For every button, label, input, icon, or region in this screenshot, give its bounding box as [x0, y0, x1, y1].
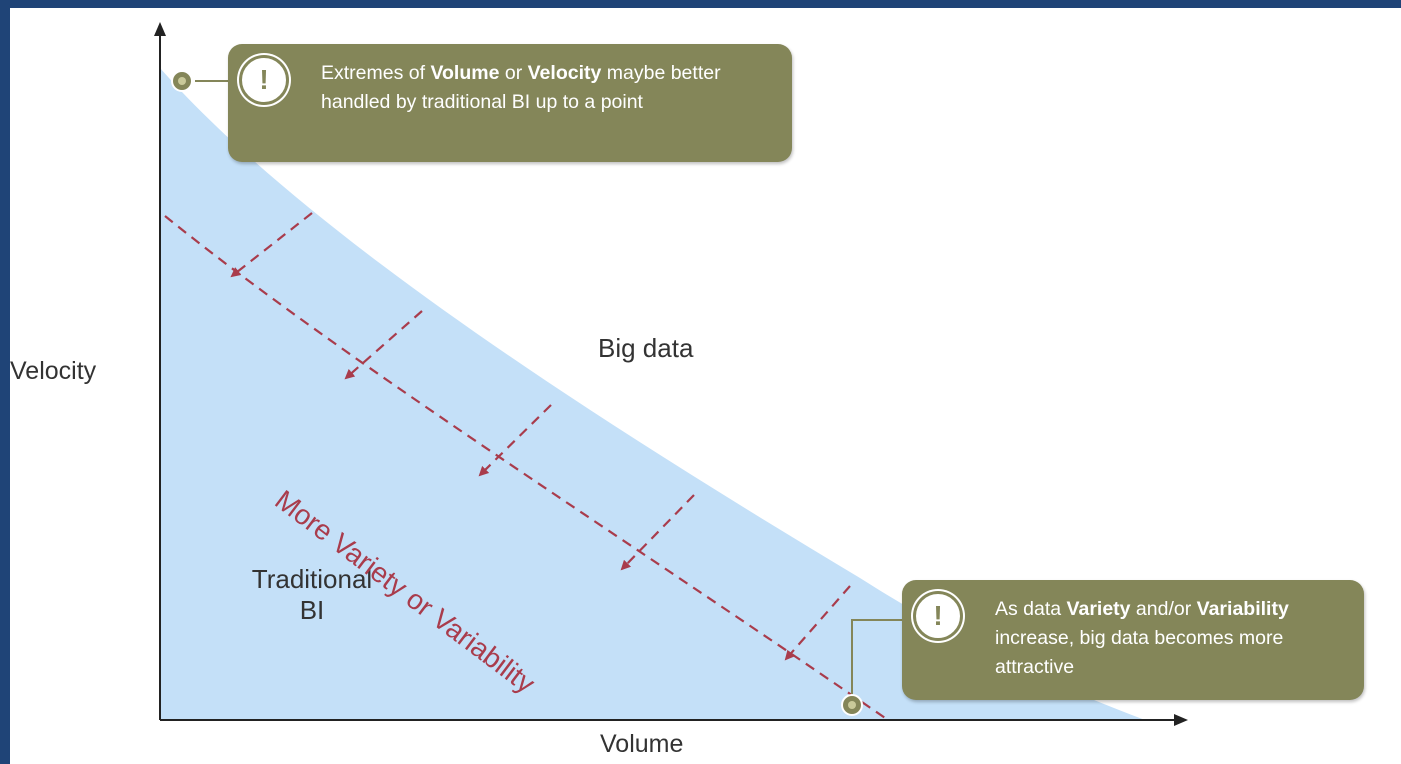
callout-variety: ! As data Variety and/or Variability inc…	[902, 580, 1364, 700]
callout-variety-bold-variability: Variability	[1196, 598, 1289, 620]
y-axis-arrow	[154, 22, 166, 36]
callout-variety-text-1: As data	[995, 598, 1067, 620]
dashed-arrow-4	[620, 494, 695, 571]
callout-bottom-connector	[851, 619, 902, 695]
exclamation-icon: !	[242, 58, 286, 102]
big-data-label: Big data	[598, 333, 694, 363]
marker-top-inner	[178, 77, 186, 85]
diagram-graphics	[154, 22, 1188, 726]
x-axis-arrow	[1174, 714, 1188, 726]
callout-variety-bold-variety: Variety	[1066, 598, 1131, 620]
traditional-bi-label-line2: BI	[299, 595, 325, 625]
callout-variety-text: As data Variety and/or Variability incre…	[995, 595, 1352, 682]
callout-extremes-bold-velocity: Velocity	[527, 62, 602, 84]
variety-boundary-line	[164, 215, 889, 721]
callout-extremes-bold-volume: Volume	[430, 62, 500, 84]
diagram-canvas: Velocity Volume Big data Traditional BI …	[10, 8, 1401, 764]
traditional-bi-region	[160, 68, 1145, 720]
callout-extremes-text-2: or	[499, 62, 528, 84]
volume-axis-label: Volume	[600, 730, 684, 758]
callout-extremes-text-1: Extremes of	[321, 62, 431, 84]
callout-extremes-text-3: maybe better handled by traditional BI u…	[321, 62, 721, 113]
traditional-bi-label: Traditional BI	[232, 564, 392, 626]
traditional-bi-label-line1: Traditional	[251, 564, 373, 594]
callout-variety-text-3: increase, big data becomes more attracti…	[995, 627, 1284, 678]
exclamation-icon: !	[916, 594, 960, 638]
callout-extremes-text: Extremes of Volume or Velocity maybe bet…	[321, 59, 780, 117]
velocity-axis-label: Velocity	[10, 357, 97, 385]
callout-variety-text-2: and/or	[1130, 598, 1197, 620]
marker-bottom-inner	[848, 701, 856, 709]
callout-extremes: ! Extremes of Volume or Velocity maybe b…	[228, 44, 792, 162]
